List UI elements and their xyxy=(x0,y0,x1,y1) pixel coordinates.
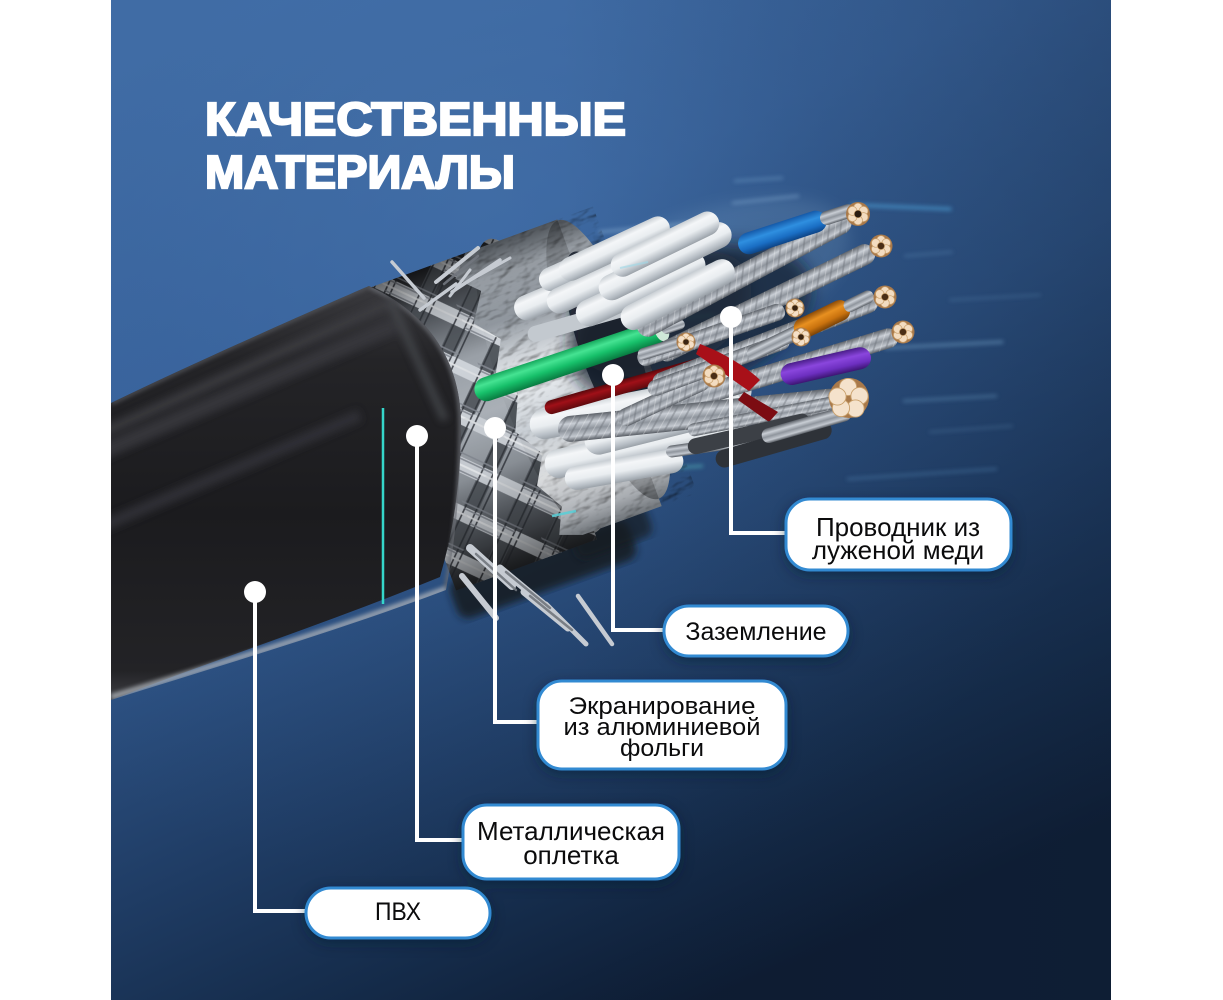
svg-text:фольги: фольги xyxy=(620,735,704,762)
svg-text:Металлическая: Металлическая xyxy=(477,816,665,846)
svg-text:Проводник из: Проводник из xyxy=(816,512,980,542)
svg-text:МАТЕРИАЛЫ: МАТЕРИАЛЫ xyxy=(205,146,515,198)
svg-text:ПВХ: ПВХ xyxy=(375,898,421,926)
svg-text:из алюминиевой: из алюминиевой xyxy=(564,714,761,741)
svg-text:луженой меди: луженой меди xyxy=(812,535,984,565)
svg-text:Экранирование: Экранирование xyxy=(569,693,756,720)
svg-text:оплетка: оплетка xyxy=(523,840,619,870)
svg-text:Заземление: Заземление xyxy=(685,618,826,646)
svg-text:КАЧЕСТВЕННЫЕ: КАЧЕСТВЕННЫЕ xyxy=(205,93,626,145)
